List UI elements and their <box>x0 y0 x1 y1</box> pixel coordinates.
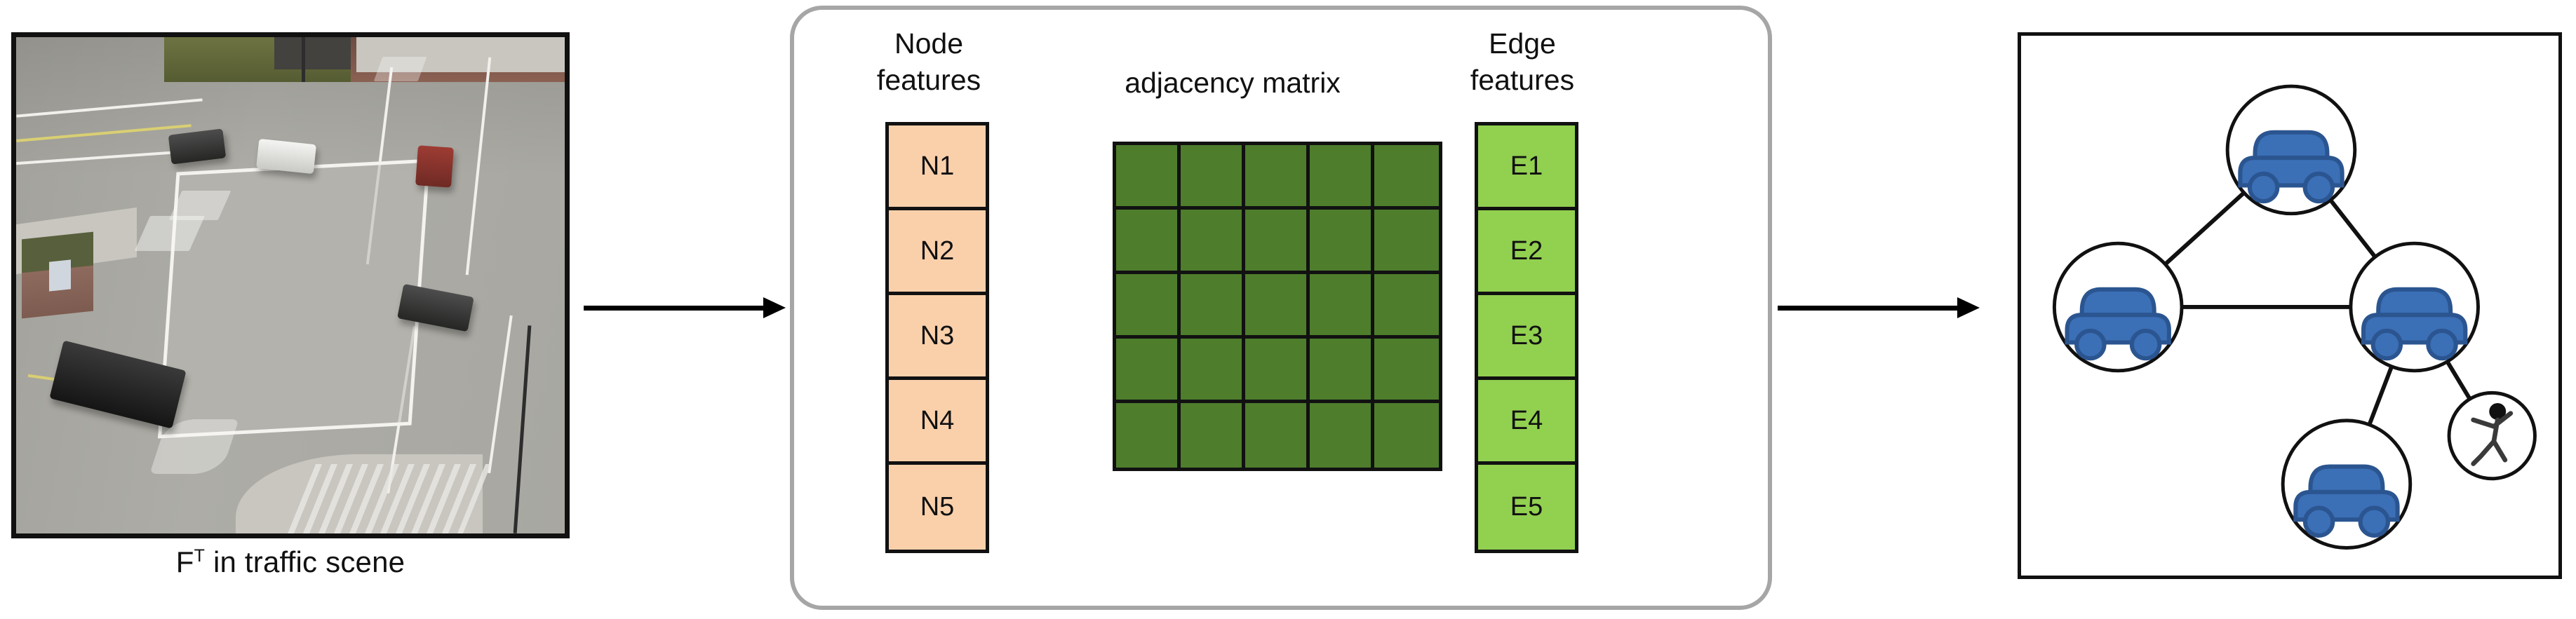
adjacency-cell <box>1245 210 1310 274</box>
adjacency-cell <box>1245 274 1310 339</box>
node-features-title: Node features <box>832 25 1026 98</box>
graph-node-circle <box>2447 390 2537 481</box>
scene-caption-superscript: T <box>194 546 206 566</box>
node-feature-cell: N2 <box>889 210 986 295</box>
adjacency-matrix-grid <box>1113 142 1442 471</box>
graph-node-vehicle[interactable] <box>2225 84 2357 216</box>
adjacency-cell <box>1181 339 1245 403</box>
adjacency-cell <box>1116 210 1181 274</box>
lane-line-yellow-1 <box>16 123 192 142</box>
adjacency-cell <box>1374 339 1439 403</box>
adjacency-cell <box>1310 339 1374 403</box>
traffic-scene-frame <box>11 32 570 538</box>
van-white-top <box>256 138 317 175</box>
adjacency-cell <box>1245 339 1310 403</box>
scene-graph-panel <box>2018 32 2562 579</box>
scene-caption-text: in traffic scene <box>205 545 405 578</box>
lane-line-4 <box>465 57 492 276</box>
adjacency-cell <box>1116 274 1181 339</box>
graph-edge <box>2444 358 2473 402</box>
adjacency-cell <box>1245 403 1310 468</box>
adjacency-cell <box>1310 274 1374 339</box>
graph-node-pedestrian[interactable] <box>2447 390 2537 481</box>
flow-arrow-structure-to-graph <box>1778 294 1981 322</box>
graph-structure-panel: Node features Edge features adjacency ma… <box>790 6 1772 610</box>
adjacency-cell <box>1181 210 1245 274</box>
graph-edges-group <box>2162 189 2473 428</box>
adjacency-cell <box>1310 403 1374 468</box>
adjacency-cell <box>1181 403 1245 468</box>
edge-features-title-line1: Edge <box>1489 27 1556 60</box>
lane-marking-right <box>373 57 427 82</box>
graph-node-vehicle[interactable] <box>2052 241 2184 373</box>
adjacency-cell <box>1374 403 1439 468</box>
adjacency-cell <box>1116 403 1181 468</box>
adjacency-cell <box>1116 145 1181 210</box>
adjacency-cell <box>1374 274 1439 339</box>
traffic-scene-panel <box>11 32 570 538</box>
crosswalk-stripes <box>287 463 491 533</box>
edge-features-title: Edge features <box>1425 25 1619 98</box>
adjacency-cell <box>1245 145 1310 210</box>
graph-edge <box>2327 196 2378 261</box>
node-features-column: N1 N2 N3 N4 N5 <box>885 122 989 553</box>
flow-arrow-scene-to-structure <box>584 294 787 322</box>
arrow-shaft <box>584 306 765 311</box>
adjacency-cell <box>1181 274 1245 339</box>
traffic-scene-image <box>16 37 565 533</box>
graph-node-vehicle[interactable] <box>2349 241 2480 373</box>
sidewalk-top-right <box>356 37 565 72</box>
adjacency-cell <box>1116 339 1181 403</box>
edge-feature-cell: E3 <box>1478 295 1575 380</box>
adjacency-cell <box>1374 145 1439 210</box>
scene-graph-svg <box>2052 84 2537 550</box>
lane-line-2 <box>16 150 181 165</box>
adjacency-matrix-title: adjacency matrix <box>1125 67 1341 99</box>
node-feature-cell: N3 <box>889 295 986 380</box>
arrow-head <box>763 297 786 318</box>
adjacency-cell <box>1181 145 1245 210</box>
adjacency-cell <box>1374 210 1439 274</box>
graph-edge <box>2162 189 2248 268</box>
edge-feature-cell: E2 <box>1478 210 1575 295</box>
edge-feature-cell: E5 <box>1478 465 1575 550</box>
scene-caption: FT in traffic scene <box>11 545 570 579</box>
car-red-top-right <box>415 145 454 188</box>
scene-caption-symbol: F <box>175 545 194 578</box>
edge-features-title-line2: features <box>1470 64 1575 96</box>
signal-pole <box>301 37 305 82</box>
node-feature-cell: N5 <box>889 465 986 550</box>
node-feature-cell: N1 <box>889 125 986 210</box>
adjacency-cell <box>1310 145 1374 210</box>
graph-edge <box>2366 362 2394 428</box>
kiosk-window <box>48 259 72 292</box>
lane-line-1 <box>16 98 203 118</box>
lane-line-6 <box>488 315 513 474</box>
arrow-shaft <box>1778 306 1959 311</box>
arrow-head <box>1957 297 1980 318</box>
dark-pavement-strip <box>274 37 351 70</box>
graph-node-vehicle[interactable] <box>2281 419 2413 550</box>
node-features-title-line1: Node <box>894 27 963 60</box>
node-feature-cell: N4 <box>889 380 986 465</box>
utility-pole <box>514 325 532 533</box>
adjacency-cell <box>1310 210 1374 274</box>
edge-features-column: E1 E2 E3 E4 E5 <box>1475 122 1578 553</box>
edge-feature-cell: E1 <box>1478 125 1575 210</box>
car-dark-top-left <box>168 128 227 165</box>
node-features-title-line2: features <box>876 64 981 96</box>
edge-feature-cell: E4 <box>1478 380 1575 465</box>
graph-nodes-group <box>2052 84 2537 550</box>
